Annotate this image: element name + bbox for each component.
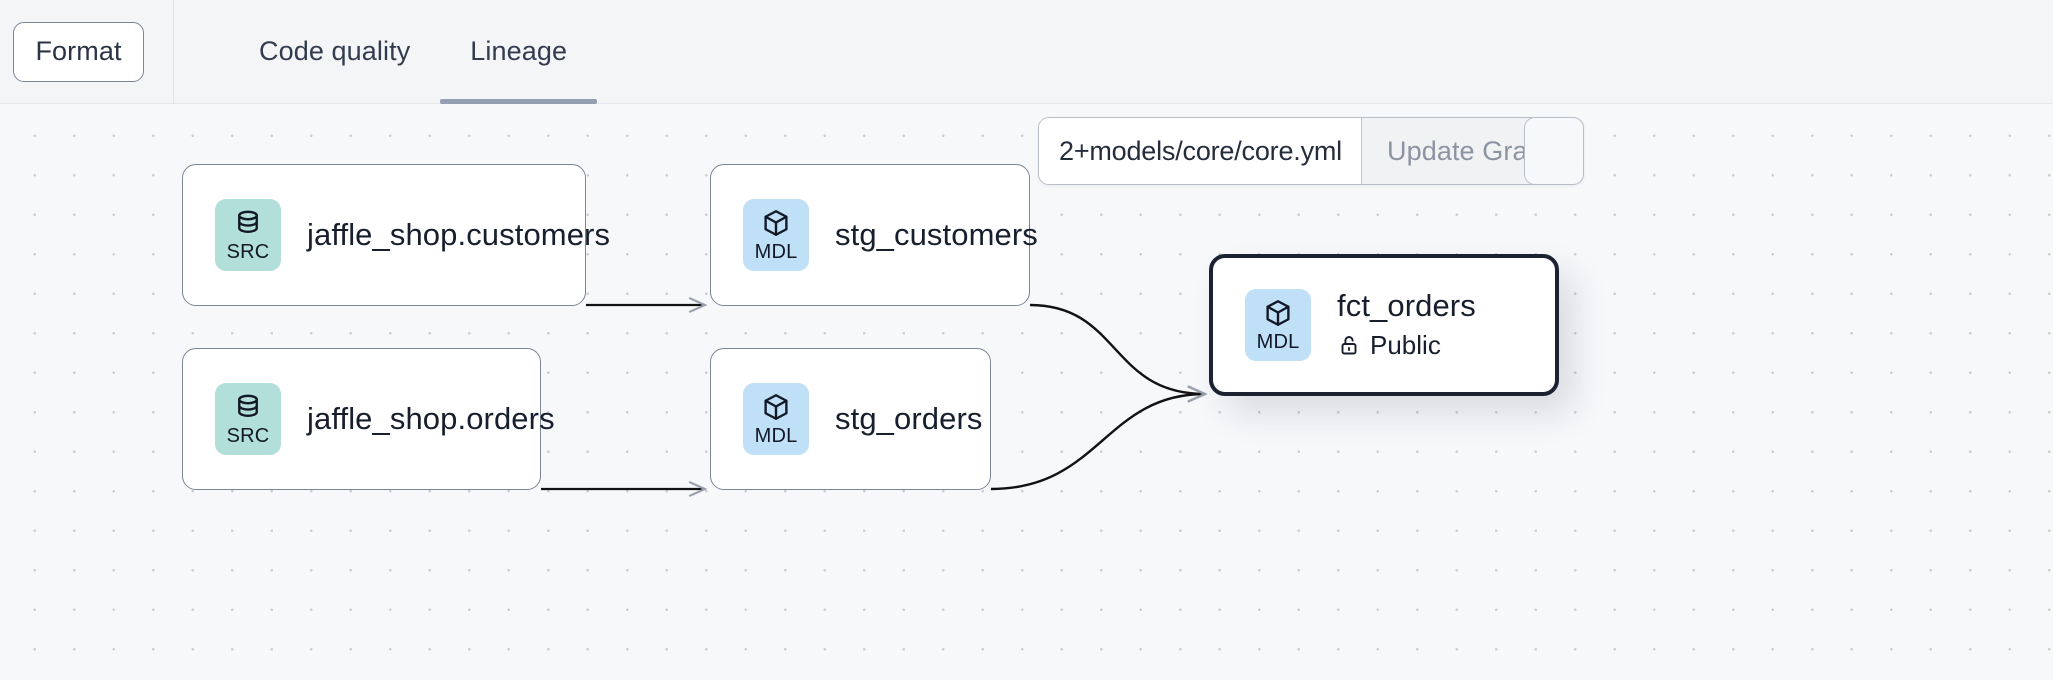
node-body: jaffle_shop.customers [307, 216, 611, 253]
database-icon [238, 210, 258, 233]
graph-selector-input[interactable] [1039, 118, 1361, 184]
badge-src: SRC [215, 199, 281, 271]
badge-mdl: MDL [1245, 289, 1311, 361]
database-icon [238, 394, 258, 417]
badge-mdl: MDL [743, 199, 809, 271]
node-body: jaffle_shop.orders [307, 400, 555, 437]
tab-code-quality[interactable]: Code quality [259, 36, 411, 66]
format-button[interactable]: Format [13, 21, 144, 82]
node-title: stg_orders [835, 400, 983, 436]
toolbar-divider [173, 0, 174, 104]
node-title: stg_customers [835, 216, 1038, 252]
lineage-canvas[interactable]: SRC jaffle_shop.customers MDL stg_custom… [0, 104, 2053, 680]
edge-stg-orders-to-fct [990, 394, 1205, 491]
top-toolbar: Format Code quality Lineage [0, 0, 2053, 104]
badge-label: MDL [754, 425, 798, 447]
node-body: stg_orders [835, 400, 983, 437]
badge-src: SRC [215, 383, 281, 455]
node-stg-customers[interactable]: MDL stg_customers [710, 164, 1038, 306]
badge-mdl: MDL [743, 383, 809, 455]
node-body: fct_orders Public [1337, 288, 1476, 361]
badge-label: MDL [1256, 331, 1300, 353]
node-jaffle-shop-orders[interactable]: SRC jaffle_shop.orders [182, 348, 555, 490]
cube-icon [1266, 300, 1290, 326]
node-title: jaffle_shop.customers [307, 216, 611, 252]
cube-icon [764, 394, 788, 420]
node-visibility: Public [1337, 330, 1476, 361]
tab-bar: Code quality Lineage [229, 0, 597, 104]
visibility-label: Public [1370, 329, 1441, 360]
badge-label: SRC [226, 241, 270, 263]
node-stg-orders[interactable]: MDL stg_orders [710, 348, 991, 490]
node-title: fct_orders [1337, 288, 1476, 324]
tab-lineage[interactable]: Lineage [440, 0, 597, 104]
graph-selector: Update Graph [1038, 117, 1584, 185]
node-fct-orders[interactable]: MDL fct_orders Public [1209, 254, 1559, 396]
selector-extra-button[interactable] [1524, 117, 1584, 185]
node-title: jaffle_shop.orders [307, 400, 555, 436]
badge-label: SRC [226, 425, 270, 447]
edge-stg-customers-to-fct [1029, 303, 1205, 394]
badge-label: MDL [754, 241, 798, 263]
node-jaffle-shop-customers[interactable]: SRC jaffle_shop.customers [182, 164, 610, 306]
unlock-icon [1341, 336, 1357, 355]
node-body: stg_customers [835, 216, 1038, 253]
cube-icon [764, 210, 788, 236]
